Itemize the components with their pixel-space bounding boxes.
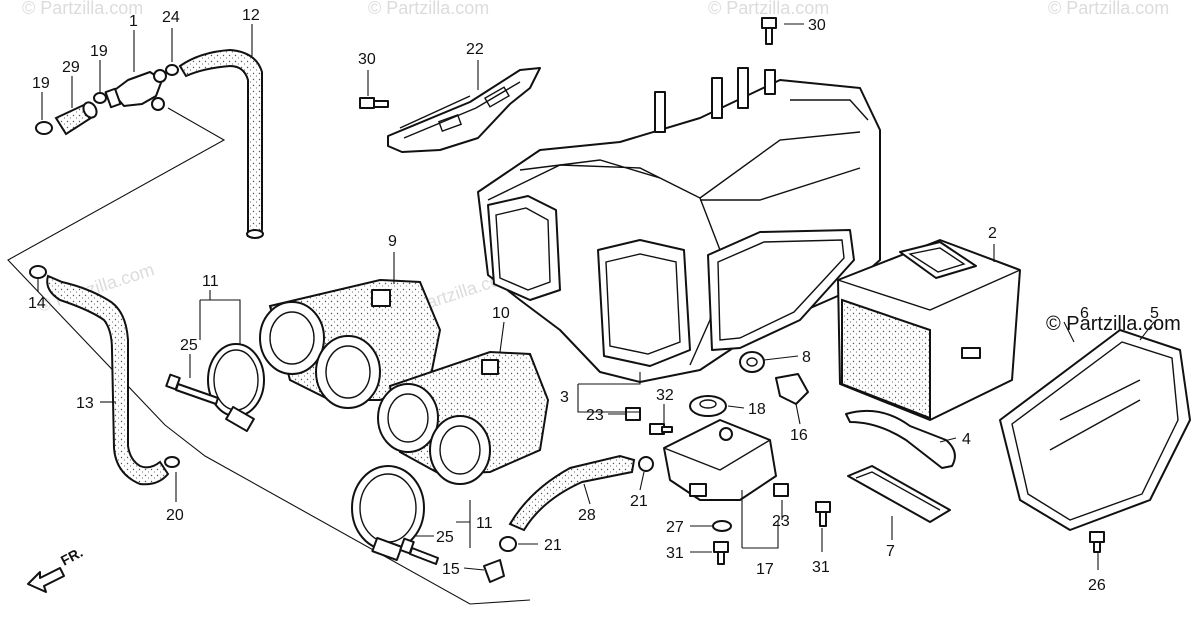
callout-31-right: 31 — [812, 559, 830, 576]
callout-13: 13 — [76, 395, 94, 412]
leader-lines — [37, 23, 1155, 571]
callout-25-upper: 25 — [180, 337, 198, 354]
callout-14: 14 — [28, 295, 46, 312]
callout-7: 7 — [886, 543, 895, 560]
watermark: © Partzilla.com — [22, 0, 143, 18]
callout-26: 26 — [1088, 577, 1106, 594]
band-clamp-lower[interactable] — [351, 465, 425, 562]
assembly-outline-line — [7, 107, 531, 605]
callout-29: 29 — [62, 59, 80, 76]
callout-27: 27 — [666, 519, 684, 536]
bolt-26[interactable] — [1089, 531, 1105, 553]
drain-plug-16[interactable] — [775, 373, 809, 405]
callout-18: 18 — [748, 401, 766, 418]
cover-stay[interactable] — [847, 465, 951, 523]
callout-32: 32 — [656, 387, 674, 404]
washer-27[interactable] — [712, 520, 732, 532]
grommet-8[interactable] — [739, 351, 765, 373]
front-marker-label: FR. — [58, 544, 85, 569]
watermark: © Partzilla.com — [1048, 0, 1169, 18]
clip-15[interactable] — [483, 559, 505, 583]
callout-15: 15 — [442, 561, 460, 578]
callout-30-left: 30 — [358, 51, 376, 68]
callout-28: 28 — [578, 507, 596, 524]
callout-12: 12 — [242, 7, 260, 24]
breather-tube-12[interactable] — [178, 48, 264, 239]
bolt-31-right[interactable] — [815, 501, 831, 527]
callout-22: 22 — [466, 41, 484, 58]
front-arrow-icon: FR. — [27, 544, 85, 593]
screw-25-lower[interactable] — [399, 537, 439, 565]
callout-3: 3 — [560, 389, 569, 406]
collar-23-right[interactable] — [773, 483, 789, 497]
connecting-tube-9[interactable] — [259, 278, 442, 409]
callout-8: 8 — [802, 349, 811, 366]
clip-20[interactable] — [164, 456, 180, 468]
callout-1: 1 — [129, 13, 138, 30]
drain-tube-28[interactable] — [508, 454, 636, 532]
watermark: © Partzilla.com — [708, 0, 829, 18]
clip-14[interactable] — [29, 265, 47, 279]
callout-5: 5 — [1150, 305, 1159, 322]
clip-21-upper[interactable] — [638, 456, 654, 472]
bolt-31-left[interactable] — [713, 541, 729, 565]
tube-joint-1[interactable] — [104, 69, 167, 111]
clip-19-left[interactable] — [35, 121, 53, 135]
callout-21-lower: 21 — [544, 537, 562, 554]
callout-21-upper: 21 — [630, 493, 648, 510]
callout-24: 24 — [162, 9, 180, 26]
callout-16: 16 — [790, 427, 808, 444]
callout-20: 20 — [166, 507, 184, 524]
callout-4: 4 — [962, 431, 971, 448]
air-cleaner-cover[interactable] — [999, 329, 1191, 531]
grommet-18[interactable] — [689, 395, 727, 417]
bolt-30-left[interactable] — [359, 97, 389, 109]
band-clamp-upper[interactable] — [207, 343, 265, 433]
callout-10: 10 — [492, 305, 510, 322]
bolt-30-top[interactable] — [761, 17, 777, 45]
collar-23-left[interactable] — [625, 407, 641, 421]
air-filter-element[interactable] — [837, 239, 1021, 421]
callout-17: 17 — [756, 561, 774, 578]
hose-29[interactable] — [54, 100, 99, 136]
callout-30-top: 30 — [808, 17, 826, 34]
bolt-32[interactable] — [649, 423, 673, 435]
callout-2: 2 — [988, 225, 997, 242]
callout-25-lower: 25 — [436, 529, 454, 546]
clip-19-right[interactable] — [93, 92, 107, 104]
screw-25-upper[interactable] — [165, 373, 219, 405]
callout-11-lower: 11 — [476, 515, 493, 532]
callout-19-left: 19 — [32, 75, 50, 92]
callout-31-left: 31 — [666, 545, 684, 562]
breather-tube-13[interactable] — [46, 274, 170, 486]
filter-band[interactable] — [845, 409, 956, 469]
callout-23-left: 23 — [586, 407, 604, 424]
clip-24[interactable] — [165, 64, 179, 76]
callout-9: 9 — [388, 233, 397, 250]
clip-21-lower[interactable] — [499, 536, 517, 552]
watermark: © Partzilla.com — [368, 0, 489, 18]
drain-chamber[interactable] — [663, 419, 777, 501]
connecting-tube-10[interactable] — [377, 350, 550, 485]
air-cleaner-case[interactable] — [477, 67, 881, 383]
callout-6: 6 — [1080, 305, 1089, 322]
callout-labels: 1 24 12 19 29 19 30 22 30 2 6 5 9 10 11 … — [28, 7, 1159, 594]
case-bracket[interactable] — [387, 67, 541, 153]
brand-copyright: © Partzilla.com — [1046, 313, 1181, 335]
callout-11-upper: 11 — [202, 273, 219, 290]
callout-19-right: 19 — [90, 43, 108, 60]
callout-23-right: 23 — [772, 513, 790, 530]
